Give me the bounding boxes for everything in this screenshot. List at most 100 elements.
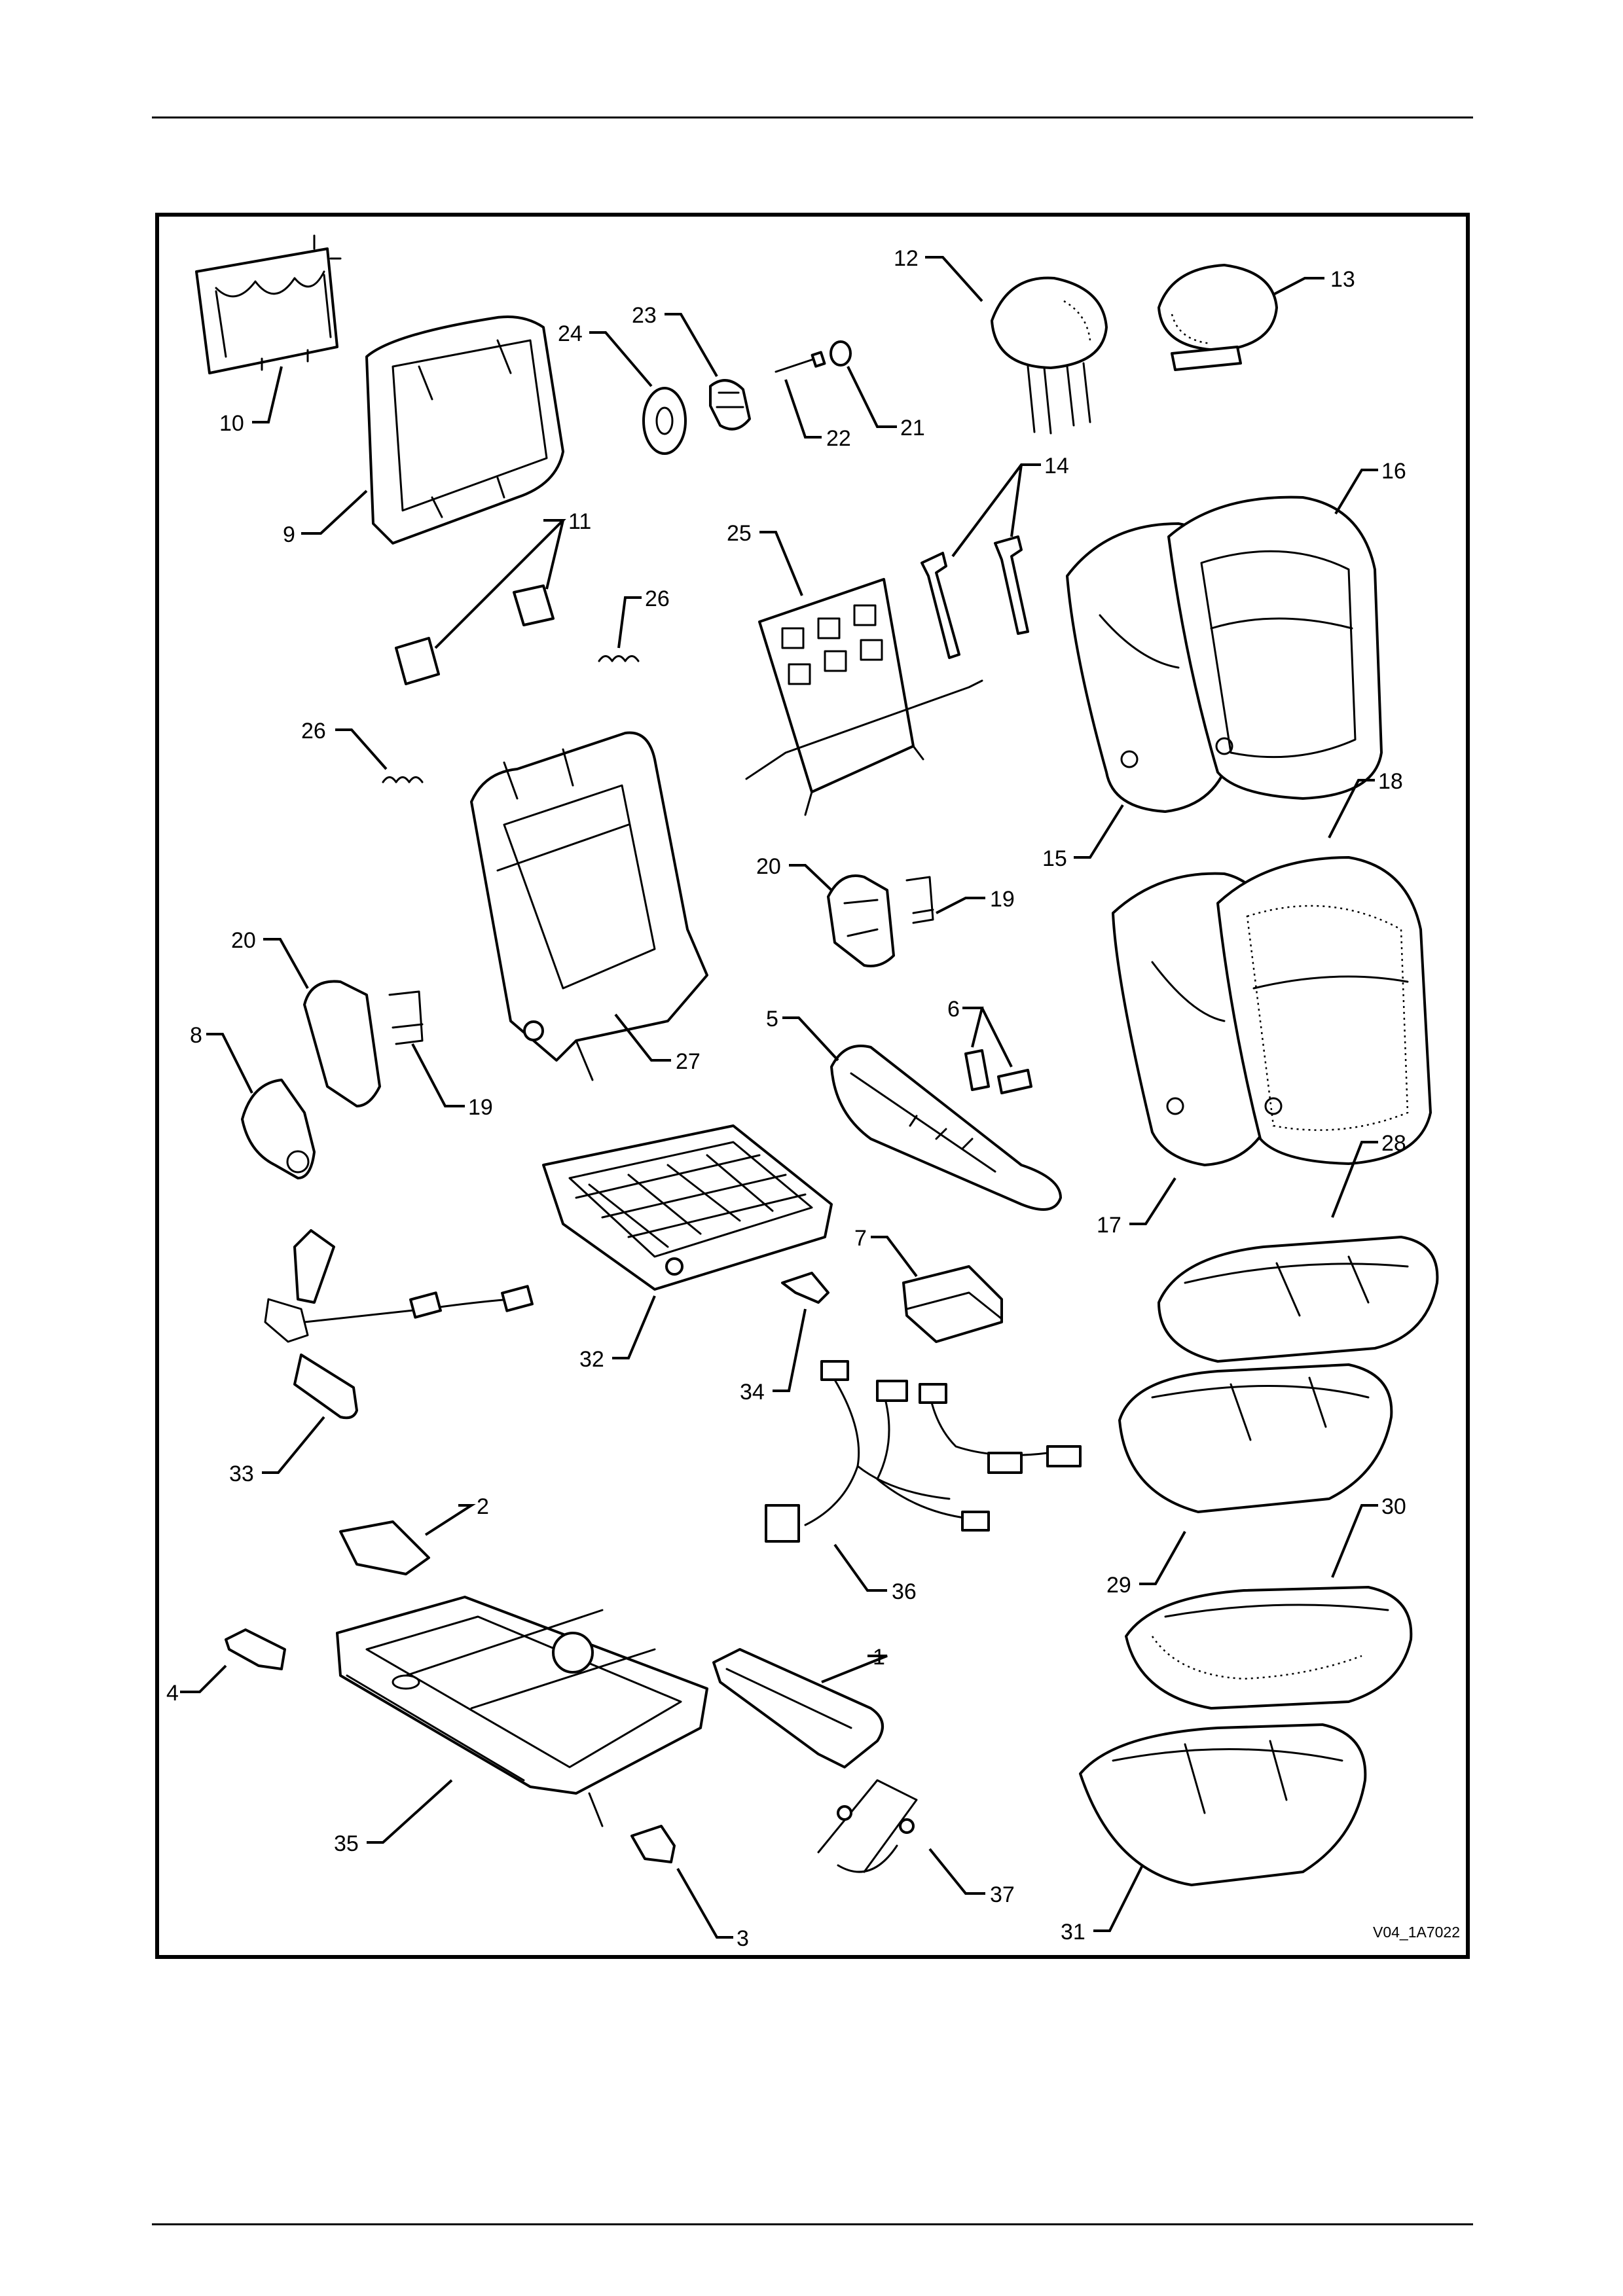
svg-text:6: 6 [947, 997, 960, 1022]
svg-text:23: 23 [632, 303, 657, 328]
part-knob-disc [644, 388, 685, 454]
svg-text:28: 28 [1381, 1131, 1406, 1156]
part-u-bracket-upper [907, 877, 933, 923]
svg-text:33: 33 [229, 1462, 254, 1486]
svg-text:22: 22 [826, 426, 851, 451]
part-end-cap [226, 1630, 285, 1669]
callout-5: 5 [766, 1007, 838, 1060]
svg-text:30: 30 [1381, 1494, 1406, 1519]
callout-21: 21 [848, 367, 925, 440]
part-knob [710, 380, 750, 429]
callout-7: 7 [854, 1226, 917, 1276]
svg-text:14: 14 [1044, 454, 1069, 478]
svg-text:26: 26 [301, 719, 326, 744]
callout-36: 36 [835, 1545, 917, 1604]
svg-text:24: 24 [558, 321, 583, 346]
part-clips [396, 586, 553, 684]
svg-text:13: 13 [1330, 267, 1355, 292]
svg-text:19: 19 [468, 1095, 493, 1120]
callout-19a: 19 [936, 887, 1015, 913]
callout-11: 11 [435, 509, 591, 648]
svg-text:37: 37 [990, 1882, 1015, 1907]
callout-10: 10 [219, 367, 282, 436]
svg-text:18: 18 [1378, 769, 1403, 794]
svg-text:9: 9 [283, 522, 295, 547]
callout-31: 31 [1061, 1865, 1142, 1945]
callout-16: 16 [1336, 459, 1406, 514]
svg-text:17: 17 [1097, 1213, 1122, 1238]
svg-text:27: 27 [676, 1049, 701, 1074]
callout-20a: 20 [756, 854, 831, 890]
part-cap [831, 342, 850, 365]
callout-2: 2 [426, 1494, 489, 1535]
svg-text:8: 8 [190, 1023, 202, 1048]
svg-text:11: 11 [568, 509, 591, 534]
svg-text:2: 2 [477, 1494, 489, 1519]
part-armrest-pad-upper [828, 876, 894, 966]
figure-reference-code: V04_1A7022 [1373, 1924, 1460, 1941]
part-small-bracket [782, 1273, 828, 1302]
part-rail-cover [340, 1522, 429, 1574]
svg-text:20: 20 [756, 854, 781, 879]
part-belt-buckle [265, 1230, 532, 1418]
svg-text:35: 35 [334, 1831, 359, 1856]
svg-text:20: 20 [231, 928, 256, 953]
svg-text:7: 7 [854, 1226, 867, 1251]
svg-text:26: 26 [645, 586, 670, 611]
svg-text:10: 10 [219, 411, 244, 436]
callout-35: 35 [334, 1780, 452, 1856]
callout-33: 33 [229, 1417, 324, 1486]
part-map-pocket [196, 236, 340, 373]
part-pivot-cover [242, 1080, 314, 1178]
callout-8: 8 [190, 1023, 252, 1093]
callout-30: 30 [1332, 1494, 1406, 1577]
part-headrest-alt [1159, 265, 1277, 370]
part-guide-sleeves [922, 537, 1028, 658]
part-small-cover [632, 1826, 674, 1862]
part-cushion-foam-lower [1080, 1725, 1365, 1885]
part-cushion-cover [1159, 1237, 1437, 1361]
callout-37: 37 [930, 1849, 1015, 1907]
callout-23: 23 [632, 303, 717, 376]
part-spring-lower [383, 778, 422, 783]
part-cushion-cover-piped [1126, 1587, 1411, 1708]
part-switch-knobs [966, 1050, 1031, 1093]
callout-34: 34 [740, 1309, 805, 1405]
callout-32: 32 [579, 1296, 655, 1372]
callout-17: 17 [1097, 1178, 1175, 1238]
callout-3: 3 [678, 1869, 749, 1951]
svg-text:15: 15 [1042, 846, 1067, 871]
part-bolt [776, 352, 824, 372]
part-cushion-foam [1120, 1365, 1391, 1512]
svg-text:32: 32 [579, 1347, 604, 1372]
part-wiring-harness [766, 1361, 1080, 1541]
part-seat-track [337, 1597, 707, 1826]
part-backrest-frame [471, 733, 707, 1081]
svg-text:1: 1 [873, 1645, 885, 1670]
part-wiring-bracket [818, 1780, 917, 1872]
callout-25: 25 [727, 521, 802, 596]
svg-text:31: 31 [1061, 1920, 1085, 1945]
callout-26b: 26 [301, 719, 386, 769]
callout-4: 4 [166, 1666, 226, 1706]
svg-text:5: 5 [766, 1007, 778, 1031]
part-back-panel [367, 317, 563, 543]
callout-19b: 19 [412, 1044, 493, 1120]
callout-20b: 20 [231, 928, 308, 988]
svg-text:29: 29 [1106, 1573, 1131, 1598]
svg-text:36: 36 [892, 1579, 917, 1604]
part-control-module [903, 1266, 1002, 1342]
part-spring-upper [599, 656, 638, 662]
part-u-bracket-lower [390, 992, 422, 1044]
svg-text:12: 12 [894, 246, 919, 271]
parts-layer [196, 236, 1437, 1885]
svg-text:21: 21 [900, 416, 925, 440]
svg-text:34: 34 [740, 1380, 765, 1405]
part-headrest [992, 278, 1106, 433]
callout-22: 22 [786, 380, 851, 451]
callout-13: 13 [1273, 267, 1355, 295]
callout-9: 9 [283, 491, 367, 547]
svg-text:19: 19 [990, 887, 1015, 912]
callout-24: 24 [558, 321, 651, 386]
